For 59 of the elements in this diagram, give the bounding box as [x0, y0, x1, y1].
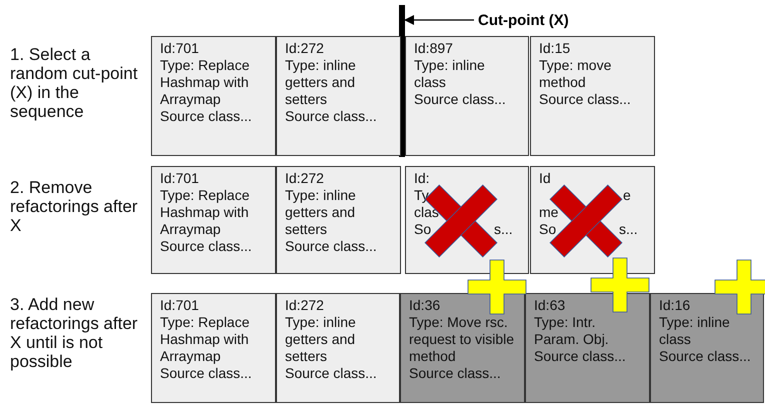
card-text: Id [539, 170, 551, 187]
step-description: 1. Select a random cut-point (X) in the sequence [10, 45, 139, 121]
card-text: e [623, 187, 631, 204]
card-text: Type: inline getters and setters [285, 57, 357, 108]
card-text: Id:701 [160, 40, 200, 57]
card-text: Source class... [160, 108, 253, 125]
card-text: Type: inline getters and setters [285, 187, 357, 238]
refactoring-card [650, 293, 764, 403]
card-text: Source class... [285, 365, 378, 382]
card-text: Id:897 [414, 40, 454, 57]
card-text: Source class... [414, 91, 507, 108]
card-text: s... [619, 221, 638, 238]
refactoring-card [276, 293, 400, 403]
card-text: Type: move method [539, 57, 612, 91]
refactoring-card [151, 293, 276, 403]
card-text: Id:36 [409, 297, 442, 314]
cut-point-label: Cut-point (X) [478, 10, 618, 32]
card-text: Source class... [285, 238, 378, 255]
card-text: So [539, 221, 556, 238]
card-text: Id:272 [285, 170, 325, 187]
card-text: Source class... [160, 365, 253, 382]
refactoring-card [530, 36, 655, 156]
card-text: Id:63 [534, 297, 566, 314]
card-text: Type: Move rsc. request to visible method [409, 314, 516, 365]
card-text: s... [494, 221, 513, 238]
card-text: clas [414, 204, 439, 221]
refactoring-card [276, 166, 401, 274]
card-text: Type: inline getters and setters [285, 314, 357, 365]
refactoring-card [525, 293, 650, 403]
card-text: Ty [414, 187, 429, 204]
card-text: Source class... [160, 238, 253, 255]
card-text: Type: Replace Hashmap with Arraymap [160, 314, 250, 365]
card-text: Id: [414, 170, 430, 187]
card-text: Type: inline class [659, 314, 731, 348]
card-text: Type: inline class [414, 57, 486, 91]
refactoring-card [400, 293, 525, 403]
card-text: Source class... [659, 348, 752, 365]
step-description: 2. Remove refactorings after X [10, 178, 139, 235]
card-text: Type: Replace Hashmap with Arraymap [160, 187, 250, 238]
refactoring-card [151, 166, 276, 274]
card-text: Id:15 [539, 40, 572, 57]
card-text: Source class... [285, 108, 378, 125]
card-text: Id:701 [160, 170, 200, 187]
arrow [404, 15, 474, 25]
card-text: Id:272 [285, 40, 325, 57]
card-text: Source class... [539, 91, 632, 108]
refactoring-card [405, 36, 529, 156]
card-text: Type: Replace Hashmap with Arraymap [160, 57, 250, 108]
card-text: Id:272 [285, 297, 325, 314]
refactoring-card [276, 36, 401, 156]
card-text: me [539, 204, 558, 221]
card-text: So [414, 221, 432, 238]
card-text: Source class... [534, 348, 627, 365]
card-text: Type: Intr. Param. Obj. [534, 314, 610, 348]
step-description: 3. Add new refactorings after X until is not possible [10, 295, 139, 371]
card-text: Id:701 [160, 297, 200, 314]
refactoring-card [151, 36, 276, 156]
card-text: Source class... [409, 365, 502, 382]
card-text: Id:16 [659, 297, 692, 314]
